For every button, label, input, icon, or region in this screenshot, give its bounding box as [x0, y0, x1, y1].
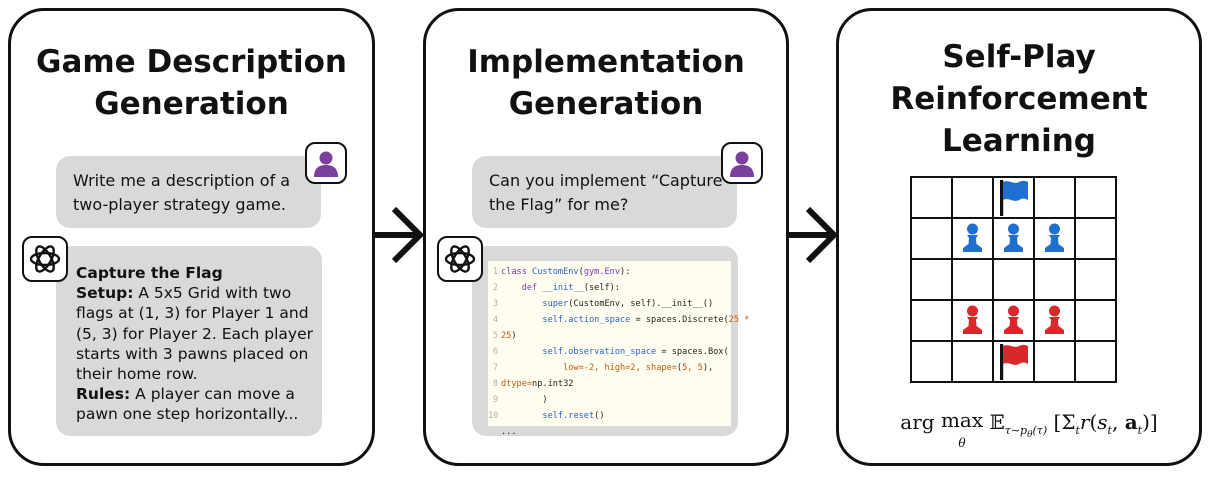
title-line: Game Description: [36, 44, 347, 80]
pawn-icon: [1004, 223, 1023, 252]
pawn-icon: [1045, 223, 1064, 252]
game-board: [910, 176, 1117, 383]
title-line: Self-Play: [942, 39, 1096, 75]
title-line: Reinforcement: [890, 81, 1148, 117]
board-cell: [910, 176, 953, 219]
board-cell: [1033, 258, 1076, 301]
panel-title: Self-Play Reinforcement Learning: [839, 36, 1199, 162]
panel-title: Implementation Generation: [426, 41, 786, 125]
board-cell: [951, 176, 994, 219]
board-cell: [1033, 340, 1076, 383]
board-cell: [910, 299, 953, 342]
panel-self-play: Self-Play Reinforcement Learning: [836, 8, 1202, 466]
pawn-icon: [963, 223, 982, 252]
rl-objective-formula: arg max θ 𝔼τ∼pθ(τ) [Σtr(st, at)]: [900, 408, 1158, 450]
board-cell: [1074, 299, 1117, 342]
code-line: ...: [501, 427, 517, 437]
code-line: 4 self.action_space = spaces.Discrete(25…: [492, 315, 750, 325]
pawn-icon: [1004, 305, 1023, 334]
board-cell: [1074, 340, 1117, 383]
code-line: 3 super(CustomEnv, self).__init__(): [492, 299, 714, 309]
code-line: 10 self.reset(): [488, 411, 605, 421]
openai-logo-icon: [22, 236, 68, 282]
title-line: Generation: [94, 86, 289, 122]
board-cell: [951, 258, 994, 301]
user-prompt-bubble: [472, 156, 737, 228]
board-cell: [910, 258, 953, 301]
board-cell: [951, 340, 994, 383]
openai-logo-icon: [437, 236, 483, 282]
assistant-response-text: Capture the Flag Setup: A 5x5 Grid with …: [76, 264, 314, 424]
pawn-icon: [1045, 305, 1064, 334]
user-prompt-text: Write me a description of a two-player s…: [73, 171, 291, 214]
title-line: Learning: [942, 123, 1096, 159]
panel-title: Game Description Generation: [11, 41, 372, 125]
board-cell: [1074, 258, 1117, 301]
board-cell: [1033, 176, 1076, 219]
user-prompt-bubble: [56, 156, 321, 228]
flag-icon: [1000, 180, 1028, 216]
arrow-right-icon: [788, 206, 839, 264]
pawn-icon: [963, 305, 982, 334]
title-line: Implementation: [467, 44, 745, 80]
code-line: 9 ): [492, 395, 548, 405]
user-prompt-text: Can you implement “Capture the Flag” for…: [489, 171, 723, 214]
board-cell: [910, 217, 953, 260]
board-cell: [910, 340, 953, 383]
board-cell: [1074, 217, 1117, 260]
assistant-response-bubble: [56, 246, 322, 436]
user-avatar-icon: [721, 142, 763, 184]
arrow-right-icon: [374, 206, 425, 264]
board-cell: [992, 258, 1035, 301]
user-avatar-icon: [305, 142, 347, 184]
code-line: 7 low=-2, high=2, shape=(5, 5),: [492, 363, 714, 373]
title-line: Generation: [508, 86, 704, 122]
flag-icon: [1000, 344, 1028, 380]
board-cell: [1074, 176, 1117, 219]
code-line: 2 def __init__(self):: [492, 283, 621, 293]
code-line: 6 self.observation_space = spaces.Box(: [492, 347, 729, 357]
